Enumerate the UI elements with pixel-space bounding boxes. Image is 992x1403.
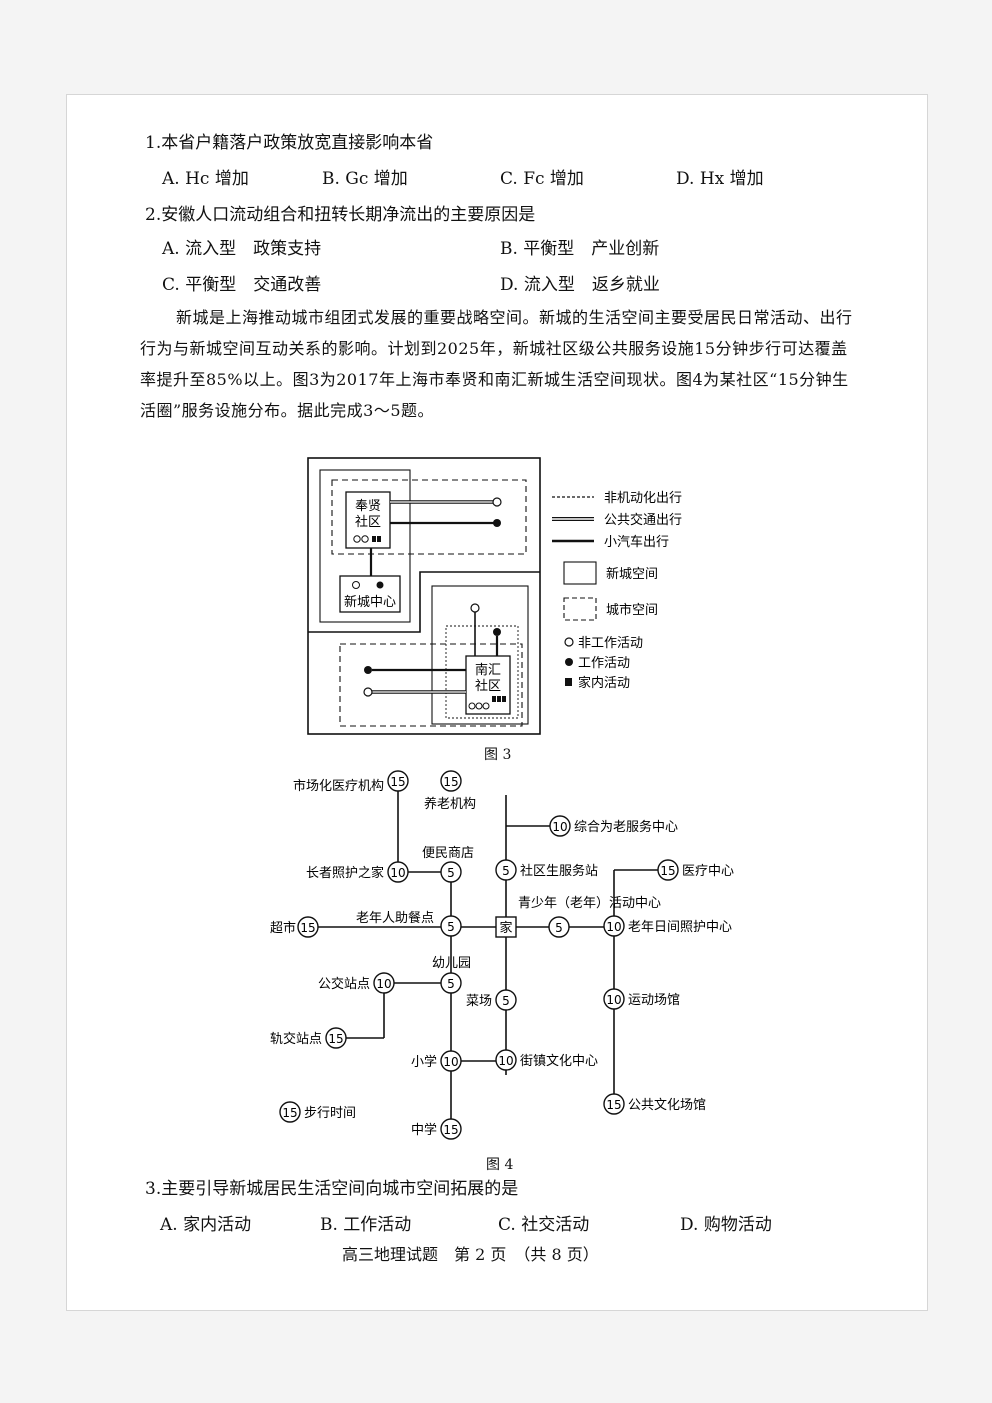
svg-text:超市: 超市	[270, 920, 296, 936]
svg-text:10: 10	[552, 820, 567, 834]
q3-option-d: D. 购物活动	[680, 1215, 772, 1235]
figure-3-caption: 图 3	[484, 747, 512, 763]
fig3-fengxian-label-1: 奉贤	[355, 499, 381, 514]
fig3-legend-newcity: 新城空间	[606, 566, 658, 582]
svg-text:步行时间: 步行时间	[304, 1106, 356, 1121]
svg-text:社区生服务站: 社区生服务站	[520, 863, 598, 879]
q1-option-a: A. Hc 增加	[162, 169, 249, 189]
svg-text:5: 5	[555, 921, 563, 935]
fig4-node-kindergarten: 5 幼儿园	[432, 956, 471, 994]
svg-text:老年人助餐点: 老年人助餐点	[356, 910, 434, 926]
fig4-node-sports: 10 运动场馆	[603, 988, 680, 1010]
svg-text:5: 5	[502, 994, 510, 1008]
fig4-node-supermarket: 15 超市	[270, 916, 319, 938]
fig3-legend-work: 工作活动	[578, 656, 630, 671]
fig4-legend: 15 步行时间	[279, 1101, 356, 1123]
svg-text:中学: 中学	[411, 1122, 437, 1138]
fig4-node-community-station: 5 社区生服务站	[495, 859, 598, 881]
fig4-node-elderly-daycare: 10 老年日间照护中心	[603, 915, 732, 937]
svg-text:10: 10	[390, 866, 405, 880]
fig3-nanhui-label-2: 社区	[475, 678, 501, 694]
q3-option-a: A. 家内活动	[160, 1215, 252, 1235]
svg-text:综合为老服务中心: 综合为老服务中心	[574, 819, 678, 835]
fig4-node-convenience: 5 便民商店	[422, 846, 474, 883]
svg-text:5: 5	[502, 864, 510, 878]
q3-option-b: B. 工作活动	[320, 1215, 412, 1235]
svg-text:10: 10	[606, 993, 621, 1007]
svg-text:街镇文化中心: 街镇文化中心	[520, 1054, 598, 1069]
svg-text:10: 10	[606, 920, 621, 934]
fig3-legend-city: 城市空间	[606, 602, 658, 618]
q3-option-c: C. 社交活动	[498, 1215, 590, 1235]
page-footer: 高三地理试题 第 2 页 （共 8 页）	[342, 1245, 599, 1264]
fig4-node-public-culture: 15 公共文化场馆	[603, 1093, 706, 1115]
fig3-xincheng-center-label: 新城中心	[344, 594, 396, 610]
fig4-node-elderly-dining: 5 老年人助餐点	[356, 910, 462, 937]
svg-text:10: 10	[443, 1055, 458, 1069]
svg-text:10: 10	[376, 977, 391, 991]
q1-option-c: C. Fc 增加	[500, 169, 584, 189]
fig4-node-middle: 15 中学	[411, 1118, 462, 1140]
svg-text:5: 5	[447, 920, 455, 934]
svg-text:公共文化场馆: 公共文化场馆	[628, 1098, 706, 1113]
q1-option-b: B. Gc 增加	[322, 169, 408, 189]
svg-text:公交站点: 公交站点	[318, 976, 370, 992]
figure-4-diagram: 家 15 市场化医疗机构 15 养老机构 10 综合为老服务中心 5 便民商店 …	[270, 770, 734, 1140]
svg-text:15: 15	[660, 864, 675, 878]
fig4-node-elderly-home: 15 养老机构	[424, 770, 476, 812]
fig4-node-rail-stop: 15 轨交站点	[270, 1027, 347, 1049]
svg-text:15: 15	[443, 1123, 458, 1137]
figure-3-diagram: 奉贤 社区 新城中心 南汇 社区 非机动化出行 公共交通出行 小汽车出行 新城空…	[307, 457, 682, 735]
svg-text:轨交站点: 轨交站点	[270, 1031, 322, 1047]
fig3-legend-home: 家内活动	[578, 675, 630, 691]
svg-text:幼儿园: 幼儿园	[432, 956, 471, 971]
svg-text:15: 15	[606, 1098, 621, 1112]
q2-option-c: C. 平衡型 交通改善	[162, 275, 322, 295]
svg-text:运动场馆: 运动场馆	[628, 993, 680, 1008]
q1-stem: 1.本省户籍落户政策放宽直接影响本省	[145, 133, 434, 153]
fig4-node-integrated-elderly: 10 综合为老服务中心	[549, 815, 678, 837]
fig4-node-market-medical: 15 市场化医疗机构	[293, 770, 409, 794]
fig4-node-street-culture: 10 街镇文化中心	[495, 1049, 598, 1071]
fig3-legend-public: 公共交通出行	[604, 512, 682, 528]
fig4-node-vegetable-market: 5 菜场	[466, 989, 517, 1011]
reading-passage: 新城是上海推动城市组团式发展的重要战略空间。新城的生活空间主要受居民日常活动、出…	[140, 308, 853, 420]
svg-text:市场化医疗机构: 市场化医疗机构	[293, 778, 384, 794]
svg-text:菜场: 菜场	[466, 994, 492, 1009]
svg-text:医疗中心: 医疗中心	[682, 864, 734, 879]
fig4-node-medical-center: 15 医疗中心	[657, 859, 734, 881]
svg-text:10: 10	[498, 1054, 513, 1068]
fig4-node-youth-center: 5 青少年（老年）活动中心	[518, 896, 661, 938]
q2-option-d: D. 流入型 返乡就业	[500, 275, 660, 295]
q2-option-a: A. 流入型 政策支持	[162, 239, 322, 259]
svg-text:15: 15	[443, 775, 458, 789]
svg-text:便民商店: 便民商店	[422, 846, 474, 861]
svg-text:养老机构: 养老机构	[424, 796, 476, 812]
svg-text:老年日间照护中心: 老年日间照护中心	[628, 920, 732, 935]
svg-text:5: 5	[447, 866, 455, 880]
svg-text:5: 5	[447, 977, 455, 991]
q2-option-b: B. 平衡型 产业创新	[500, 239, 660, 259]
fig4-node-primary: 10 小学	[411, 1050, 462, 1072]
fig4-home-label: 家	[499, 920, 512, 936]
q1-option-d: D. Hx 增加	[676, 169, 764, 189]
q3-stem: 3.主要引导新城居民生活空间向城市空间拓展的是	[145, 1179, 519, 1199]
svg-text:15: 15	[328, 1032, 343, 1046]
fig4-node-bus-stop: 10 公交站点	[318, 972, 395, 994]
svg-text:15: 15	[282, 1106, 297, 1120]
fig4-node-longevity: 10 长者照护之家	[306, 861, 409, 883]
fig3-legend-car: 小汽车出行	[604, 534, 669, 550]
svg-text:青少年（老年）活动中心: 青少年（老年）活动中心	[518, 896, 661, 911]
fig3-fengxian-label-2: 社区	[355, 514, 381, 530]
fig3-legend-nonmotor: 非机动化出行	[604, 491, 682, 506]
fig3-legend-nonwork: 非工作活动	[578, 636, 643, 651]
svg-text:长者照护之家: 长者照护之家	[306, 865, 384, 881]
svg-text:15: 15	[300, 921, 315, 935]
svg-text:15: 15	[390, 775, 405, 789]
q2-stem: 2.安徽人口流动组合和扭转长期净流出的主要原因是	[145, 205, 536, 225]
fig3-nanhui-label-1: 南汇	[475, 662, 501, 678]
svg-text:小学: 小学	[411, 1054, 437, 1070]
figure-4-caption: 图 4	[486, 1157, 514, 1173]
